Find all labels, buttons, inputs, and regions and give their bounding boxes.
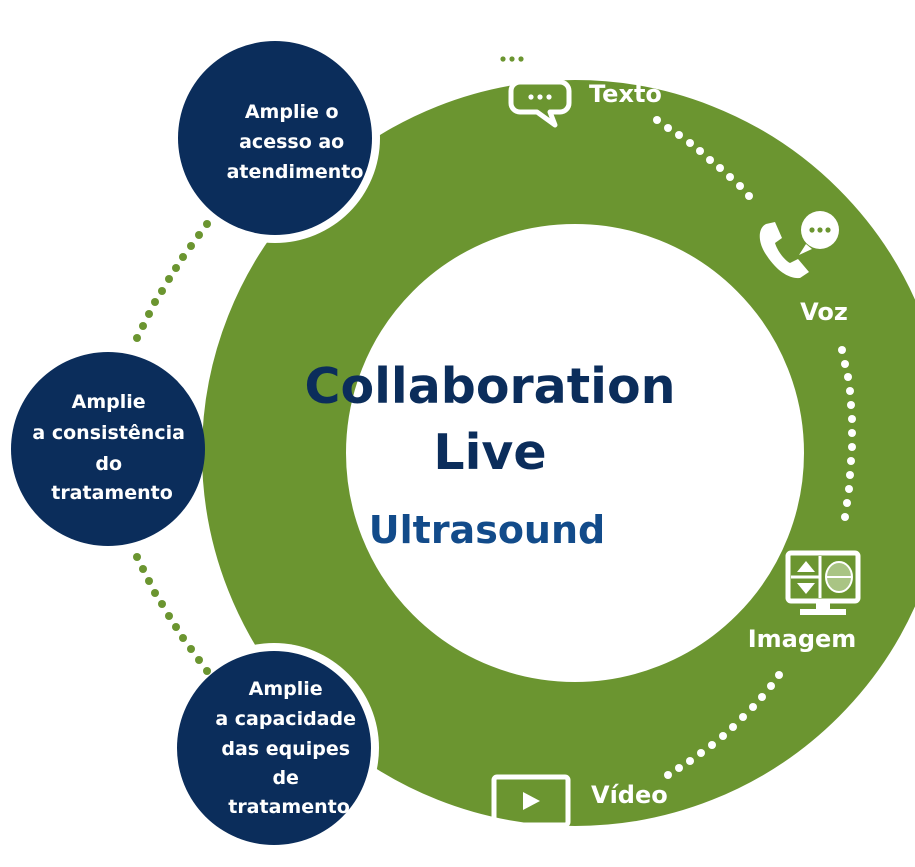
benefit-line: das equipes [221,738,350,760]
channel-label-voz: Voz [800,298,848,326]
ring-dots [653,116,856,779]
benefit-line: a consistência [32,422,185,444]
benefit-line: a capacidade [215,708,356,730]
green-ring [202,80,915,826]
benefit-circle-consistency [11,352,205,546]
left-dots [133,220,211,675]
phone-chat-icon [759,211,839,279]
dots-middle-to-bottom [133,553,211,675]
monitor-image-icon [785,550,861,615]
center-title-line2: Live [433,424,546,481]
center-subtitle: Ultrasound [369,508,605,552]
video-play-icon [491,774,571,828]
benefit-circle-access [178,41,372,235]
dots-imagem-video [664,671,783,779]
benefit-text-capacity: Amplie a capacidade das equipes de trata… [215,678,362,818]
benefit-line: tratamento [228,796,350,818]
center-title-line1: Collaboration [304,358,675,415]
benefit-circle-capacity [177,651,371,845]
channel-label-texto: Texto [589,80,662,108]
benefit-line: tratamento [51,482,173,504]
benefit-line: Amplie [249,678,323,700]
benefit-line: acesso ao [239,131,344,153]
channel-label-video: Vídeo [591,781,668,809]
dots-texto-voz [653,116,753,200]
benefit-text-access: Amplie o acesso ao atendimento [227,101,364,183]
benefit-line: atendimento [227,161,364,183]
channel-label-imagem: Imagem [748,625,857,653]
benefit-line: de [272,767,299,789]
benefit-line: Amplie [72,391,146,413]
dots-top-to-middle [133,220,211,342]
chat-bubbles-icon [479,43,572,128]
benefit-line: Amplie o [245,101,339,123]
benefit-text-consistency: Amplie a consistência do tratamento [32,391,191,504]
dots-voz-imagem [838,346,856,521]
benefit-line: do [95,453,122,475]
